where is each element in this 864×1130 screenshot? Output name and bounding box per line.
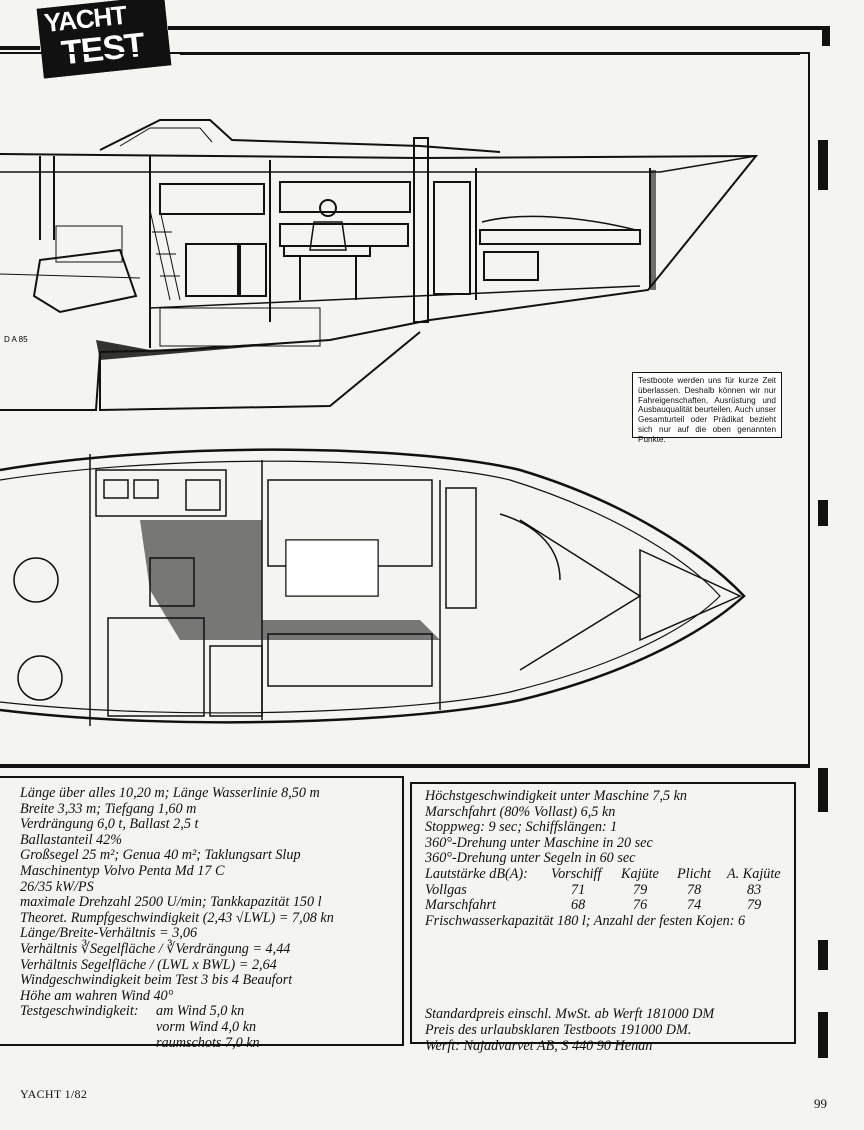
drawing-bottom-rule <box>0 764 808 767</box>
spec-box-right <box>410 782 796 1044</box>
freshwater-line: Frischwasserkapazität 180 l; Anzahl der … <box>425 912 746 929</box>
spec-line: Höchstgeschwindigkeit unter Maschine 7,5… <box>425 788 688 804</box>
side-profile-drawing: D A 85 <box>0 119 759 412</box>
noise-cell: 78 <box>687 881 702 898</box>
right-margin-mark-2 <box>818 500 828 526</box>
spec-line: maximale Drehzahl 2500 U/min; Tankkapazi… <box>20 894 322 911</box>
spec-line: Windgeschwindigkeit beim Test 3 bis 4 Be… <box>20 972 293 989</box>
noise-table-header: Lautstärke dB(A): Vorschiff Kajüte Plich… <box>425 865 781 883</box>
top-rule-left <box>0 46 40 50</box>
test-speed-label: Testgeschwindigkeit: <box>20 1003 139 1020</box>
spec-line: Maschinentyp Volvo Penta Md 17 C <box>20 862 225 879</box>
test-speed-row-3: raumschots 7,0 kn <box>20 1034 334 1052</box>
test-speed-value: am Wind 5,0 kn <box>156 1003 245 1020</box>
right-margin-mark-3 <box>818 768 828 812</box>
spec-line: Theoret. Rumpfgeschwindigkeit (2,43 √LWL… <box>20 909 334 926</box>
noise-table-row: Vollgas 71 79 78 83 <box>425 881 761 899</box>
noise-cell: 83 <box>747 881 762 898</box>
noise-row-label: Marschfahrt <box>425 897 496 914</box>
drawing-signature: D A 85 <box>4 335 28 344</box>
noise-row-label: Vollgas <box>425 881 467 898</box>
noise-header-label: Lautstärke dB(A): <box>425 865 528 882</box>
footer-issue: YACHT 1/82 <box>20 1087 88 1101</box>
spec-line: Verdrängung 6,0 t, Ballast 2,5 t <box>20 816 199 833</box>
test-speed-value: raumschots 7,0 kn <box>156 1034 260 1051</box>
noise-cell: 71 <box>571 881 586 898</box>
page-number: 99 <box>814 1096 827 1111</box>
spec-line: Breite 3,33 m; Tiefgang 1,60 m <box>20 800 197 817</box>
plan-view-drawing <box>0 448 746 726</box>
spec-line: 26/35 kW/PS <box>20 878 94 895</box>
right-margin-mark-5 <box>818 1012 828 1058</box>
spec-line: Verhältnis ∛Segelfläche / ∛Verdrängung =… <box>20 940 291 957</box>
noise-cell: 79 <box>747 897 762 914</box>
noise-header-col: Plicht <box>677 865 711 882</box>
price-line: Standardpreis einschl. MwSt. ab Werft 18… <box>425 1006 715 1023</box>
test-speed-value: vorm Wind 4,0 kn <box>156 1018 257 1035</box>
right-margin-mark-4 <box>818 940 828 970</box>
noise-cell: 76 <box>633 897 648 914</box>
noise-header-col: Vorschiff <box>551 865 602 882</box>
price-line: Werft: Najadvarvet AB, S 440 90 Henan <box>425 1037 653 1054</box>
spec-list-left: Länge über alles 10,20 m; Länge Wasserli… <box>20 785 334 1052</box>
noise-header-col: A. Kajüte <box>727 865 781 882</box>
spec-line: Stoppweg: 9 sec; Schiffslängen: 1 <box>425 819 618 836</box>
right-margin-mark-1 <box>818 140 828 190</box>
spec-line: Länge/Breite-Verhältnis = 3,06 <box>20 925 198 942</box>
spec-line: Marschfahrt (80% Vollast) 6,5 kn <box>425 803 616 820</box>
noise-cell: 68 <box>571 897 586 914</box>
noise-table-row: Marschfahrt 68 76 74 79 <box>425 897 761 914</box>
spec-line: Ballastanteil 42% <box>20 831 123 848</box>
spec-list-right: Höchstgeschwindigkeit unter Maschine 7,5… <box>425 788 781 1054</box>
spec-line: Höhe am wahren Wind 40° <box>20 987 174 1004</box>
spec-line: Länge über alles 10,20 m; Länge Wasserli… <box>20 785 320 801</box>
spec-line: Verhältnis Segelfläche / (LWL x BWL) = 2… <box>20 956 277 973</box>
test-speed-row-1: Testgeschwindigkeit: am Wind 5,0 kn <box>20 1004 334 1020</box>
spec-box-left <box>0 776 404 1046</box>
spec-line: Großsegel 25 m²; Genua 40 m²; Taklungsar… <box>20 847 301 864</box>
spec-line: 360°-Drehung unter Maschine in 20 sec <box>425 834 653 851</box>
top-rule-right <box>168 26 828 30</box>
right-edge-bar <box>822 26 830 46</box>
noise-header-col: Kajüte <box>621 865 659 882</box>
noise-cell: 74 <box>687 897 702 914</box>
spec-line: 360°-Drehung unter Segeln in 60 sec <box>425 850 636 867</box>
drawing-frame <box>0 52 810 768</box>
test-speed-row-2: vorm Wind 4,0 kn <box>20 1018 334 1036</box>
noise-cell: 79 <box>633 881 648 898</box>
disclaimer-note: Testboote werden uns für kurze Zeit über… <box>632 372 782 444</box>
price-line: Preis des urlaubsklaren Testboots 191000… <box>425 1021 692 1038</box>
